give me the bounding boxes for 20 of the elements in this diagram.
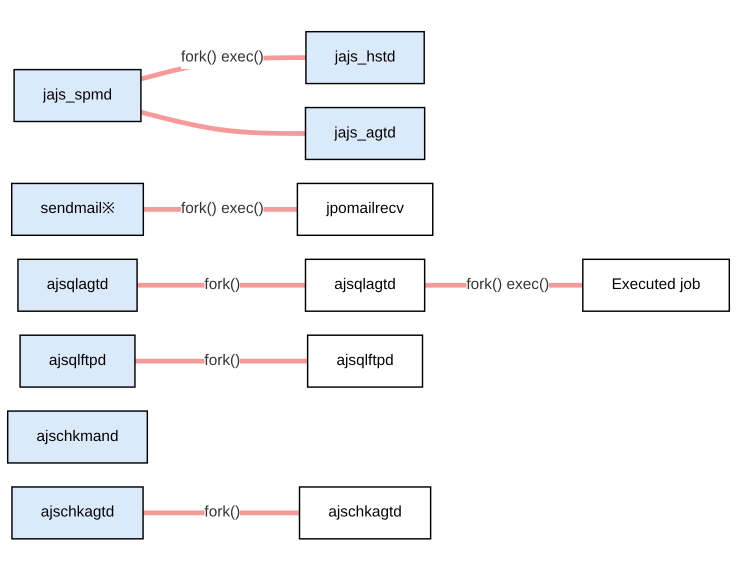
- node-box: jajs_hstd: [305, 31, 425, 84]
- node-box: ajsqlftpd: [19, 334, 136, 388]
- edge-label: fork() exec(): [180, 200, 264, 218]
- edge-label: fork(): [204, 276, 240, 294]
- node-box: ajsqlagtd: [304, 258, 426, 312]
- edge-label: fork() exec(): [180, 49, 264, 66]
- node-box: ajschkagtd: [298, 486, 432, 540]
- node-box: ajsqlftpd: [306, 334, 424, 388]
- edge-label: fork(): [204, 352, 240, 370]
- node-box: ajschkmand: [6, 410, 148, 464]
- node-box: ajsqlagtd: [17, 258, 138, 312]
- node-box: Executed job: [582, 258, 730, 312]
- connector: [140, 110, 306, 136]
- node-box: ajschkagtd: [11, 486, 144, 540]
- node-box: jajs_spmd: [13, 69, 142, 122]
- node-box: sendmail※: [10, 182, 144, 236]
- node-box: jajs_agtd: [304, 107, 426, 160]
- edge-label: fork() exec(): [466, 276, 550, 294]
- node-box: jpomailrecv: [296, 182, 434, 236]
- edge-label: fork(): [204, 504, 240, 521]
